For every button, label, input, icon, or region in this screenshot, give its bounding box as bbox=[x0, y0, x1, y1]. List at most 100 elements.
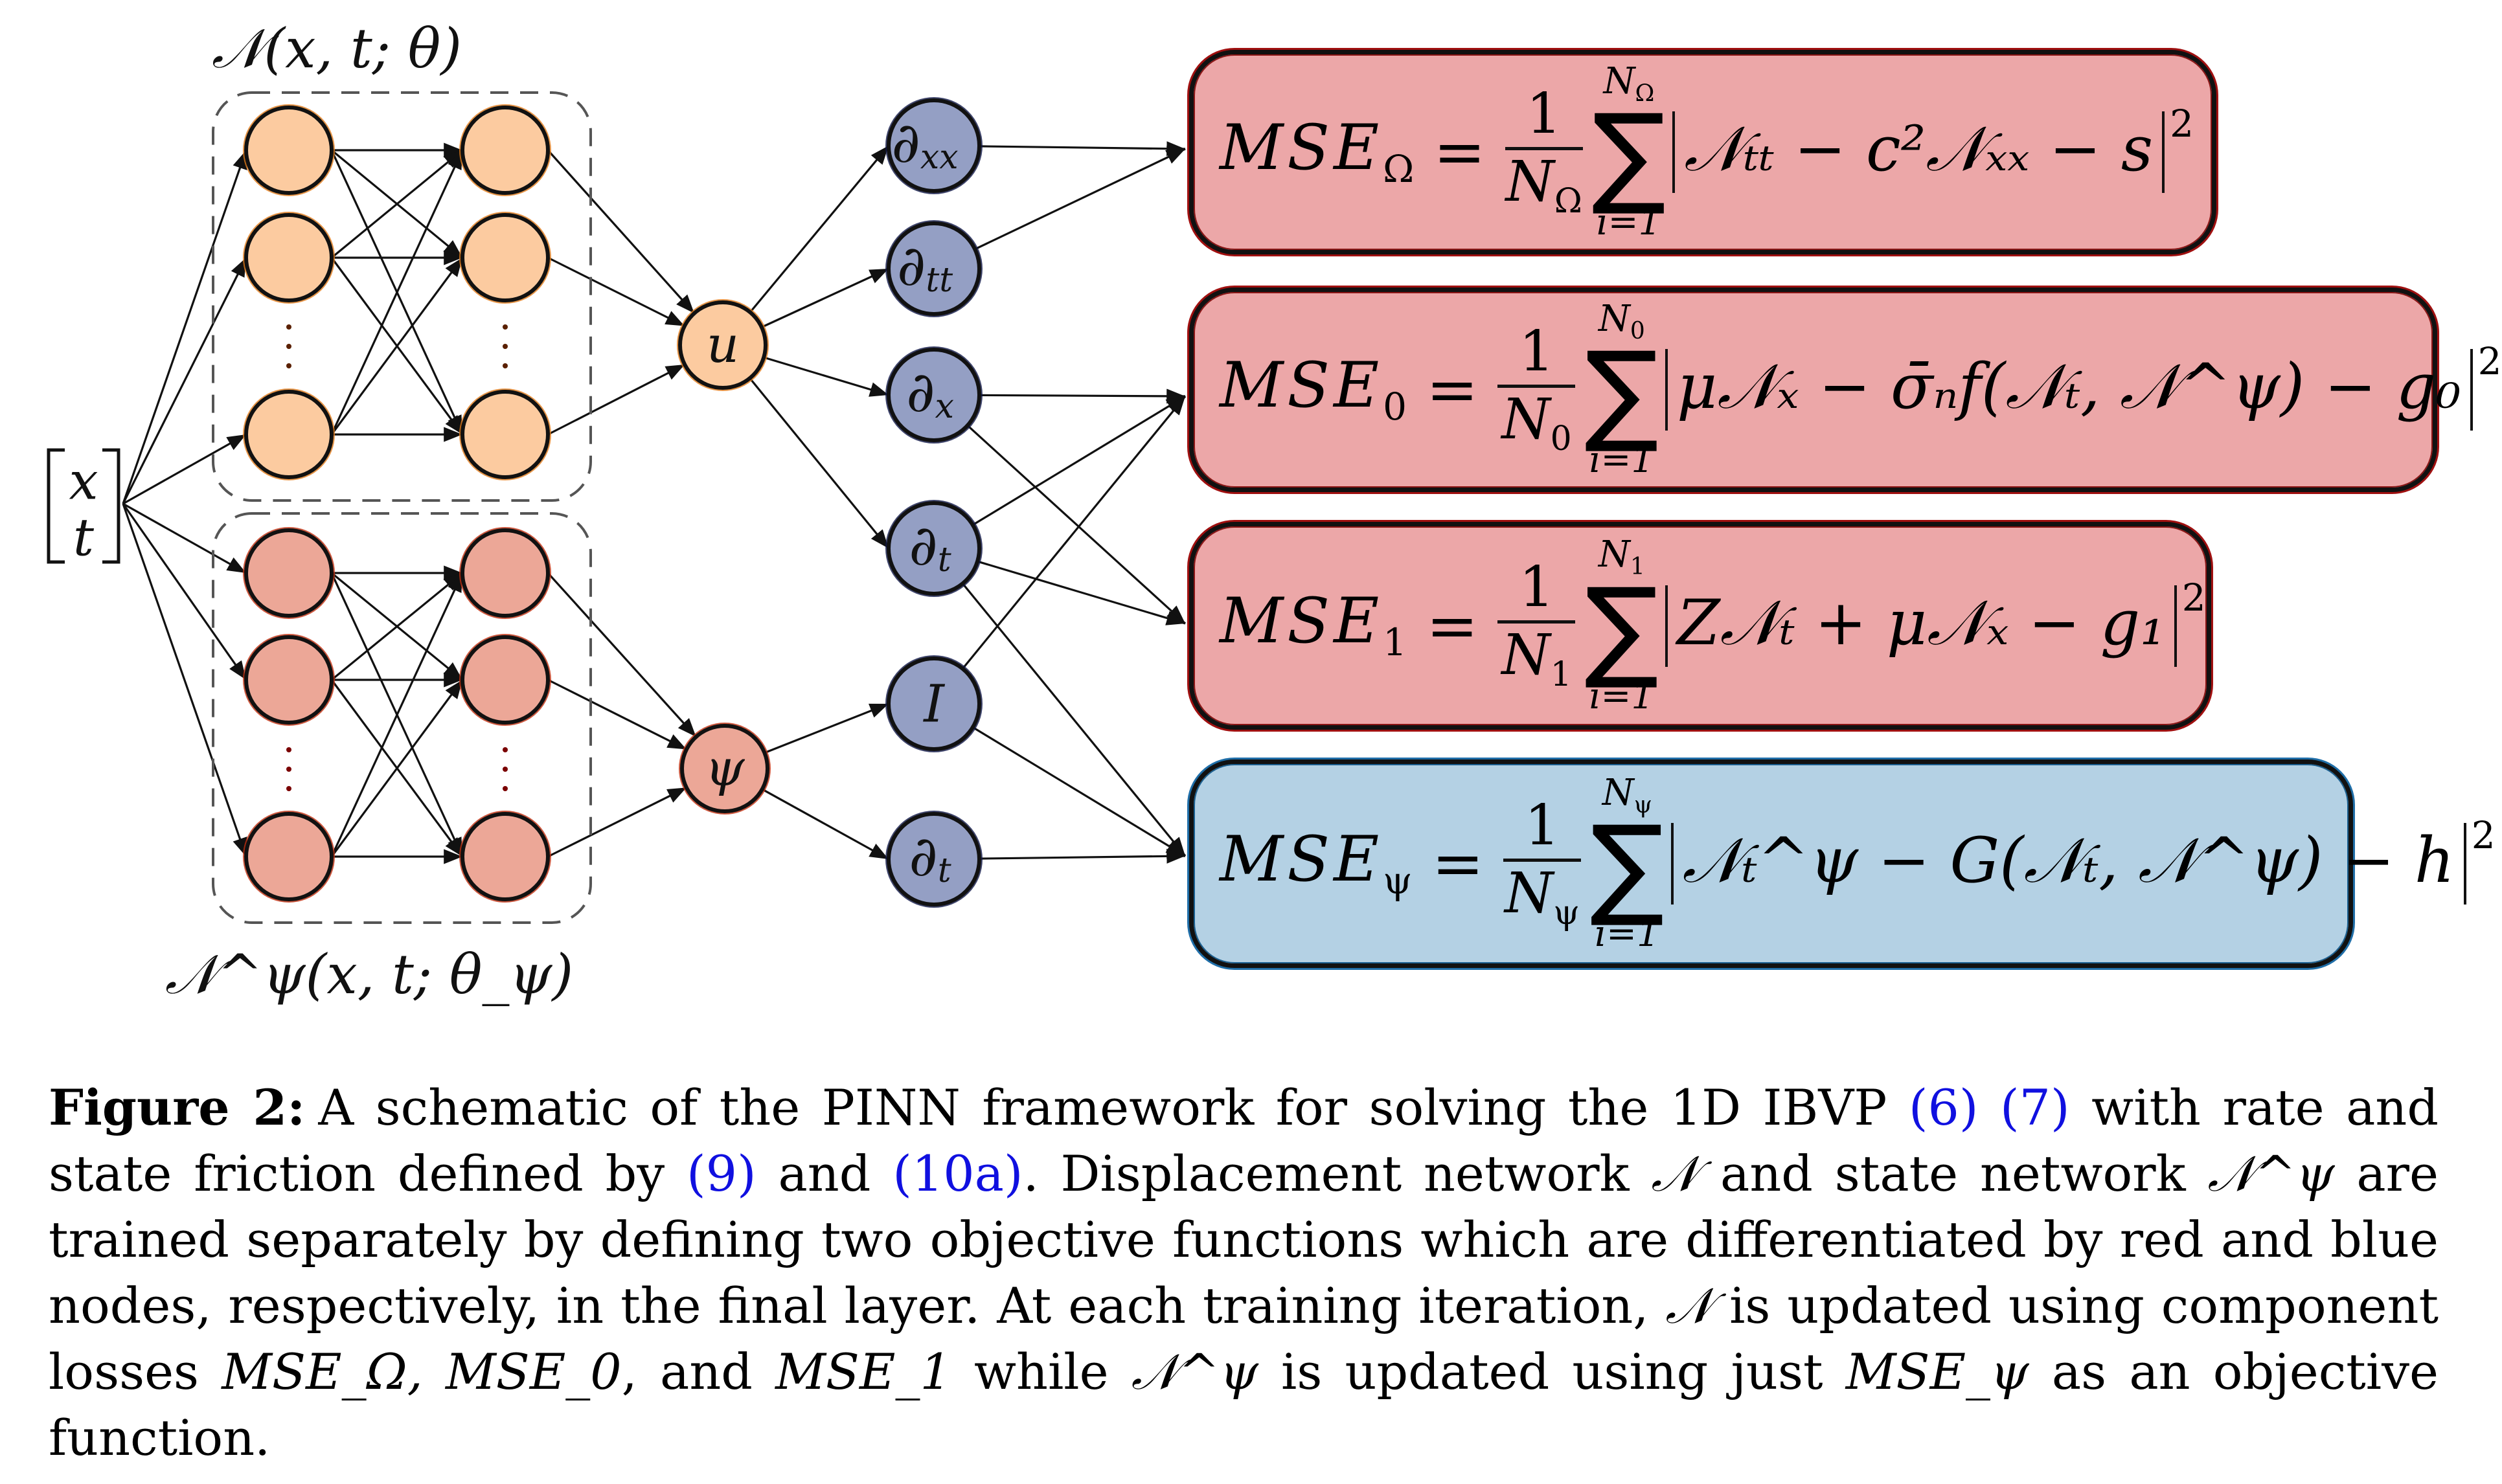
caption-text: A schematic of the PINN framework for so… bbox=[318, 1079, 1909, 1136]
derivative-edge bbox=[763, 356, 889, 397]
caption-math: MSE_1 bbox=[775, 1343, 951, 1400]
derivative-edge bbox=[749, 377, 890, 550]
loss-box-mse_psi: MSEψ = 1 Nψ Nψ ∑ i=1 𝒩ₜ^ψ − G(𝒩ₜ, 𝒩^ψ) −… bbox=[1189, 759, 2496, 968]
normalization-fraction: 1 Nψ bbox=[1503, 798, 1582, 933]
sum-lower-limit: i=1 bbox=[1589, 675, 1654, 717]
output-edge-u bbox=[547, 256, 685, 327]
fraction-bar bbox=[1505, 146, 1583, 150]
displacement-hidden-node bbox=[244, 213, 334, 302]
caption-math: 𝒩^ψ bbox=[1131, 1343, 1258, 1400]
figure-caption: Figure 2:A schematic of the PINN framewo… bbox=[49, 1075, 2439, 1471]
loss-equation: MSEψ = 1 Nψ Nψ ∑ i=1 𝒩ₜ^ψ − G(𝒩ₜ, 𝒩^ψ) −… bbox=[1220, 771, 2496, 956]
caption-text: are trained separately by defining two o… bbox=[49, 1145, 2439, 1334]
ellipsis-dot bbox=[503, 363, 508, 368]
equation-reference-link[interactable]: (6) bbox=[1908, 1079, 1979, 1136]
fraction-denominator: Nψ bbox=[1505, 860, 1580, 933]
loss-edge bbox=[972, 395, 1186, 526]
sum-upper-limit: N1 bbox=[1598, 534, 1645, 581]
hidden-edge bbox=[330, 572, 464, 681]
sum-lower-limit: i=1 bbox=[1595, 913, 1660, 956]
derivative-edge bbox=[764, 703, 889, 754]
fraction-bar bbox=[1497, 620, 1576, 624]
input-edge bbox=[122, 502, 247, 574]
output-node-u bbox=[678, 300, 768, 390]
residual-expression: 𝒩ₜₜ − c²𝒩ₓₓ − s bbox=[1672, 111, 2165, 193]
loss-edge bbox=[972, 726, 1186, 857]
edges bbox=[122, 141, 1187, 864]
derivative-node-d_x bbox=[887, 348, 981, 442]
sum-lower-limit: i=1 bbox=[1589, 439, 1654, 482]
input-edge bbox=[122, 150, 247, 504]
derivative-edge bbox=[749, 144, 890, 313]
derivative-node-d_xx bbox=[887, 98, 981, 193]
equation-reference-link[interactable]: (9) bbox=[687, 1145, 756, 1202]
fraction-numerator: 1 bbox=[1526, 81, 1562, 146]
equals-sign: = bbox=[1426, 354, 1479, 426]
input-edge bbox=[122, 503, 247, 857]
ellipsis-dot bbox=[286, 344, 291, 349]
sum-upper-limit: Nψ bbox=[1602, 771, 1652, 819]
state-hidden-node bbox=[244, 528, 334, 618]
sigma-symbol: ∑ bbox=[1590, 802, 1665, 931]
derivative-label-d_t_u: ∂t bbox=[909, 513, 951, 579]
ellipsis-dot bbox=[286, 747, 291, 752]
hidden-edge bbox=[330, 150, 464, 435]
hidden-edge bbox=[330, 257, 464, 435]
squared-residual: Z𝒩ₜ + μ𝒩ₓ − g₁ 2 bbox=[1665, 579, 2206, 667]
derivative-label-d_x: ∂x bbox=[906, 360, 954, 426]
loss-box-mse_0: MSE0 = 1 N0 N0 ∑ i=1 μ𝒩ₓ − σ̄ₙf(𝒩ₜ, 𝒩^ψ)… bbox=[1189, 287, 2502, 492]
input-edge bbox=[122, 433, 247, 505]
loss-edge bbox=[979, 848, 1186, 864]
residual-expression: 𝒩ₜ^ψ − G(𝒩ₜ, 𝒩^ψ) − h bbox=[1670, 823, 2466, 905]
state-hidden-node bbox=[461, 812, 550, 901]
normalization-fraction: 1 N0 bbox=[1497, 319, 1576, 456]
loss-edge bbox=[977, 560, 1186, 625]
equals-sign: = bbox=[1433, 116, 1486, 188]
loss-edge bbox=[979, 388, 1186, 404]
ellipsis-dot bbox=[503, 324, 508, 330]
caption-math: MSE_ψ bbox=[1845, 1343, 2029, 1400]
normalization-fraction: 1 NΩ bbox=[1505, 86, 1583, 218]
loss-edge bbox=[966, 424, 1187, 625]
derivative-node-d_t_psi bbox=[887, 812, 981, 906]
derivative-label-d_tt: ∂tt bbox=[897, 234, 953, 300]
caption-body: A schematic of the PINN framework for so… bbox=[49, 1079, 2439, 1467]
equals-sign: = bbox=[1431, 827, 1484, 900]
loss-equation: MSEΩ = 1 NΩ NΩ ∑ i=1 𝒩ₜₜ − c²𝒩ₓₓ − s 2 bbox=[1220, 63, 2194, 241]
input-edge bbox=[122, 503, 247, 680]
input-bracket-left bbox=[47, 448, 65, 564]
hidden-edge bbox=[330, 679, 464, 857]
input-x: x bbox=[69, 451, 98, 512]
caption-text: is updated using component losses bbox=[49, 1277, 2439, 1400]
squared-residual: 𝒩ₜ^ψ − G(𝒩ₜ, 𝒩^ψ) − h 2 bbox=[1670, 816, 2496, 905]
input-bracket-right bbox=[102, 448, 120, 564]
exponent: 2 bbox=[2477, 339, 2502, 383]
nodes bbox=[243, 97, 983, 908]
displacement-hidden-node bbox=[244, 106, 334, 195]
derivative-label-I: I bbox=[922, 674, 945, 734]
equation-reference-link[interactable]: (7) bbox=[2000, 1079, 2070, 1136]
ellipsis-dot bbox=[503, 767, 508, 772]
caption-math: 𝒩 bbox=[1651, 1145, 1699, 1202]
pinn-diagram: 𝒩(x, t; θ)𝒩^ψ(x, t; θ_ψ)xtuψ∂xx∂tt∂x∂tI∂… bbox=[47, 17, 1187, 1006]
summation: Nψ ∑ i=1 bbox=[1590, 771, 1665, 956]
output-psi-label: ψ bbox=[705, 739, 745, 798]
equation-reference-link[interactable]: (10a) bbox=[893, 1145, 1023, 1202]
hidden-edge bbox=[330, 149, 464, 259]
derivative-edge bbox=[761, 267, 889, 328]
caption-text: , and bbox=[621, 1343, 776, 1400]
residual-expression: μ𝒩ₓ − σ̄ₙf(𝒩ₜ, 𝒩^ψ) − g₀ bbox=[1665, 349, 2473, 431]
sum-upper-limit: NΩ bbox=[1603, 60, 1655, 107]
caption-text: with rate and state friction defined by bbox=[49, 1079, 2439, 1202]
equals-sign: = bbox=[1426, 589, 1479, 662]
state-hidden-node bbox=[244, 635, 334, 725]
exponent: 2 bbox=[2170, 102, 2194, 146]
fraction-numerator: 1 bbox=[1519, 319, 1554, 384]
sigma-symbol: ∑ bbox=[1584, 564, 1659, 693]
ellipsis-dot bbox=[503, 344, 508, 349]
loss-box-mse_omega: MSEΩ = 1 NΩ NΩ ∑ i=1 𝒩ₜₜ − c²𝒩ₓₓ − s 2 bbox=[1189, 50, 2216, 254]
squared-residual: μ𝒩ₓ − σ̄ₙf(𝒩ₜ, 𝒩^ψ) − g₀ 2 bbox=[1665, 343, 2502, 431]
ellipsis-dot bbox=[286, 767, 291, 772]
loss-name: MSEΩ bbox=[1220, 111, 1415, 192]
caption-label: Figure 2: bbox=[49, 1079, 306, 1136]
